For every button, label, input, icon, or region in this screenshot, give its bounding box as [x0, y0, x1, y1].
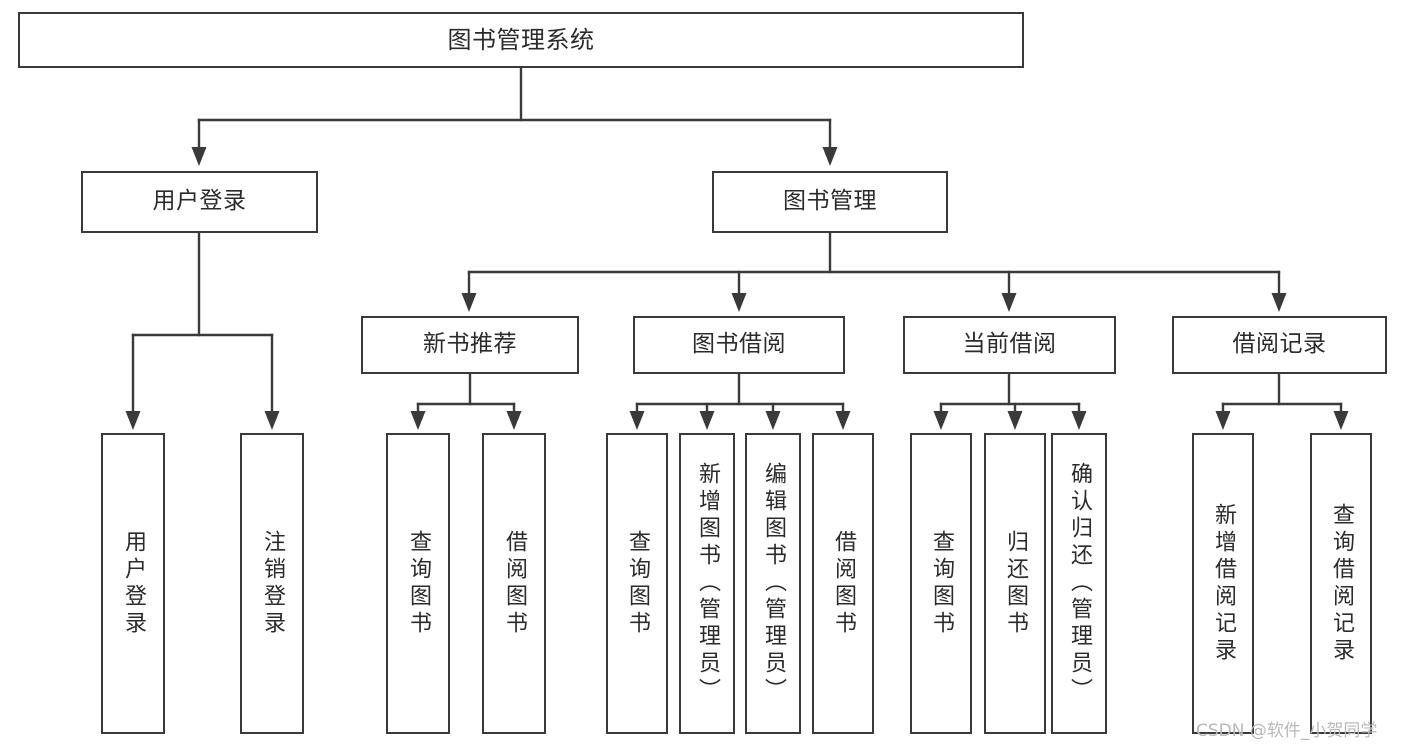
node-leaf-add-record[interactable]: 新增借阅记录: [1192, 433, 1254, 734]
node-root[interactable]: 图书管理系统: [18, 12, 1024, 68]
arrow-leaf-edit-book-icon: [765, 411, 781, 430]
node-label-new-book-rec: 新书推荐: [423, 331, 517, 358]
node-leaf-edit-book[interactable]: 编辑图书（管理员）: [745, 433, 801, 734]
node-label-book-borrow: 图书借阅: [692, 331, 786, 358]
node-label-leaf-borrow-book-1: 借阅图书: [502, 529, 527, 638]
arrow-borrow-record-icon: [1271, 293, 1287, 312]
arrow-leaf-add-record-icon: [1215, 411, 1231, 430]
node-new-book-rec[interactable]: 新书推荐: [361, 316, 579, 374]
node-label-leaf-query-book-3: 查询图书: [929, 529, 954, 638]
arrow-leaf-query-book-3-icon: [933, 411, 949, 430]
arrow-leaf-add-book-icon: [699, 411, 715, 430]
arrowheads: [125, 147, 1349, 430]
node-borrow-record[interactable]: 借阅记录: [1172, 316, 1387, 374]
node-label-leaf-edit-book: 编辑图书（管理员）: [761, 462, 786, 705]
node-label-leaf-confirm-return: 确认归还（管理员）: [1067, 462, 1092, 705]
node-label-leaf-borrow-book-2: 借阅图书: [831, 529, 856, 638]
node-leaf-logout[interactable]: 注销登录: [240, 433, 304, 734]
arrow-leaf-confirm-return-icon: [1071, 411, 1087, 430]
node-label-leaf-add-book: 新增图书（管理员）: [695, 462, 720, 705]
node-label-leaf-add-record: 新增借阅记录: [1211, 502, 1236, 665]
node-leaf-query-record[interactable]: 查询借阅记录: [1310, 433, 1372, 734]
node-book-manage[interactable]: 图书管理: [712, 171, 948, 233]
node-leaf-return-book[interactable]: 归还图书: [984, 433, 1046, 734]
arrow-leaf-user-login-icon: [125, 411, 141, 430]
arrow-leaf-query-book-2-icon: [629, 411, 645, 430]
node-label-leaf-logout: 注销登录: [260, 529, 285, 638]
arrow-book-manage-icon: [822, 147, 838, 166]
arrow-user-login-icon: [191, 147, 207, 166]
node-label-leaf-user-login: 用户登录: [121, 529, 146, 638]
node-leaf-confirm-return[interactable]: 确认归还（管理员）: [1051, 433, 1107, 734]
arrow-book-borrow-icon: [731, 293, 747, 312]
node-leaf-query-book-3[interactable]: 查询图书: [910, 433, 972, 734]
node-label-book-manage: 图书管理: [783, 188, 877, 215]
node-current-borrow[interactable]: 当前借阅: [903, 316, 1116, 374]
arrow-leaf-logout-icon: [264, 411, 280, 430]
node-leaf-query-book-1[interactable]: 查询图书: [386, 433, 450, 734]
node-leaf-add-book[interactable]: 新增图书（管理员）: [679, 433, 735, 734]
node-user-login[interactable]: 用户登录: [81, 171, 318, 233]
arrow-current-borrow-icon: [1001, 293, 1017, 312]
node-leaf-borrow-book-2[interactable]: 借阅图书: [812, 433, 874, 734]
node-label-leaf-query-book-1: 查询图书: [406, 529, 431, 638]
node-leaf-query-book-2[interactable]: 查询图书: [606, 433, 668, 734]
node-label-leaf-query-record: 查询借阅记录: [1329, 502, 1354, 665]
node-label-user-login: 用户登录: [152, 188, 247, 215]
node-leaf-borrow-book-1[interactable]: 借阅图书: [482, 433, 546, 734]
node-book-borrow[interactable]: 图书借阅: [633, 316, 845, 374]
node-label-leaf-return-book: 归还图书: [1003, 529, 1028, 638]
arrow-leaf-return-book-icon: [1007, 411, 1023, 430]
node-label-leaf-query-book-2: 查询图书: [625, 529, 650, 638]
node-label-current-borrow: 当前借阅: [962, 331, 1057, 358]
arrow-leaf-borrow-book-1-icon: [506, 411, 522, 430]
arrow-leaf-borrow-book-2-icon: [835, 411, 851, 430]
node-leaf-user-login[interactable]: 用户登录: [101, 433, 165, 734]
arrow-leaf-query-book-1-icon: [410, 411, 426, 430]
node-label-root: 图书管理系统: [447, 25, 595, 54]
node-label-borrow-record: 借阅记录: [1232, 331, 1327, 358]
arrow-leaf-query-record-icon: [1333, 411, 1349, 430]
arrow-new-book-rec-icon: [461, 293, 477, 312]
